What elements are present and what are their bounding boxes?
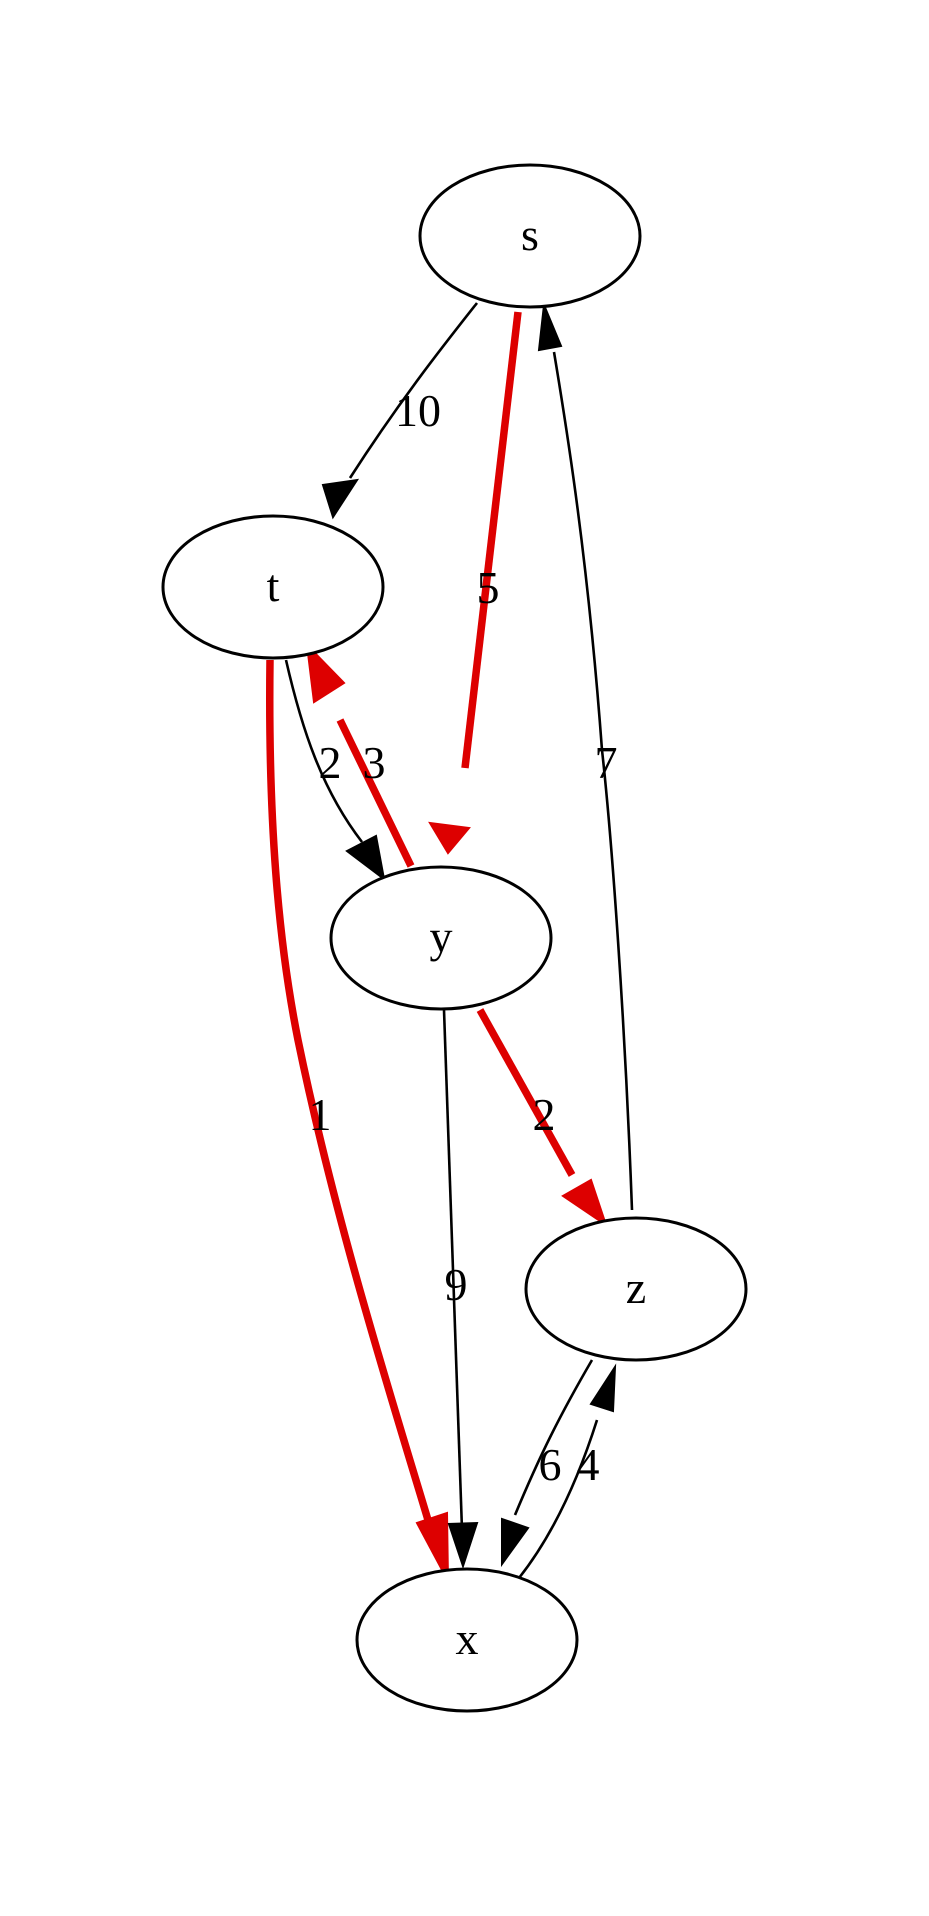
edge-weight-label-t-x: 1 bbox=[309, 1089, 332, 1140]
edge-weight-label-y-z: 2 bbox=[533, 1089, 556, 1140]
arrowhead-s-y bbox=[428, 821, 471, 855]
edge-y-x bbox=[442, 1009, 479, 1570]
edge-line-x-z bbox=[517, 1419, 599, 1579]
edge-weight-label-z-x: 6 bbox=[539, 1439, 562, 1490]
arrowhead-t-x bbox=[415, 1511, 449, 1582]
node-label-t: t bbox=[267, 560, 280, 611]
edge-y-z bbox=[476, 1008, 608, 1228]
edge-weight-label-y-t: 3 bbox=[363, 737, 386, 788]
node-s: s bbox=[418, 163, 642, 309]
edge-x-z bbox=[517, 1363, 617, 1579]
arrowhead-y-z bbox=[561, 1178, 608, 1228]
node-ellipse-z bbox=[524, 1216, 748, 1362]
edge-line-y-z bbox=[476, 1008, 576, 1177]
node-ellipse-t bbox=[161, 514, 385, 660]
edge-weight-label-z-s: 7 bbox=[595, 737, 618, 788]
edge-line-s-y bbox=[461, 311, 522, 769]
arrowhead-t-y bbox=[345, 834, 386, 882]
node-z: z bbox=[524, 1216, 748, 1362]
node-y: y bbox=[329, 865, 553, 1011]
edge-y-t bbox=[305, 642, 415, 868]
node-ellipse-y bbox=[329, 865, 553, 1011]
edge-s-y bbox=[428, 311, 522, 855]
node-x: x bbox=[355, 1567, 579, 1713]
arrowhead-x-z bbox=[589, 1363, 617, 1413]
edge-line-z-x bbox=[513, 1359, 594, 1516]
edge-z-x bbox=[501, 1359, 594, 1568]
edge-weight-label-y-x: 9 bbox=[445, 1259, 468, 1310]
node-ellipse-x bbox=[355, 1567, 579, 1713]
edge-line-y-t bbox=[336, 718, 415, 868]
edge-t-x bbox=[266, 659, 449, 1582]
edge-weight-label-s-t: 10 bbox=[395, 385, 441, 436]
edge-weight-label-t-y: 2 bbox=[319, 737, 342, 788]
edge-z-s bbox=[537, 304, 634, 1211]
node-t: t bbox=[161, 514, 385, 660]
arrowhead-s-t bbox=[321, 478, 360, 520]
edge-weight-label-x-z: 4 bbox=[577, 1439, 600, 1490]
edge-line-t-x bbox=[266, 659, 432, 1522]
arrowhead-z-x bbox=[501, 1517, 530, 1568]
edge-weight-label-s-y: 5 bbox=[477, 562, 500, 613]
node-ellipse-s bbox=[418, 163, 642, 309]
edge-s-t bbox=[321, 302, 479, 520]
edge-line-t-y bbox=[284, 659, 364, 843]
edge-line-y-x bbox=[442, 1009, 464, 1531]
edge-line-s-t bbox=[348, 302, 479, 479]
edge-t-y bbox=[284, 659, 386, 882]
node-label-s: s bbox=[521, 209, 539, 260]
node-label-z: z bbox=[626, 1262, 646, 1313]
arrowhead-y-x bbox=[447, 1521, 479, 1570]
nodes-layer: s t y z x bbox=[161, 163, 748, 1713]
edge-line-z-s bbox=[552, 351, 634, 1211]
edges-layer bbox=[266, 302, 634, 1582]
arrowhead-y-t bbox=[305, 642, 346, 704]
node-label-y: y bbox=[430, 911, 453, 962]
node-label-x: x bbox=[456, 1613, 479, 1664]
arrowhead-z-s bbox=[537, 304, 563, 352]
